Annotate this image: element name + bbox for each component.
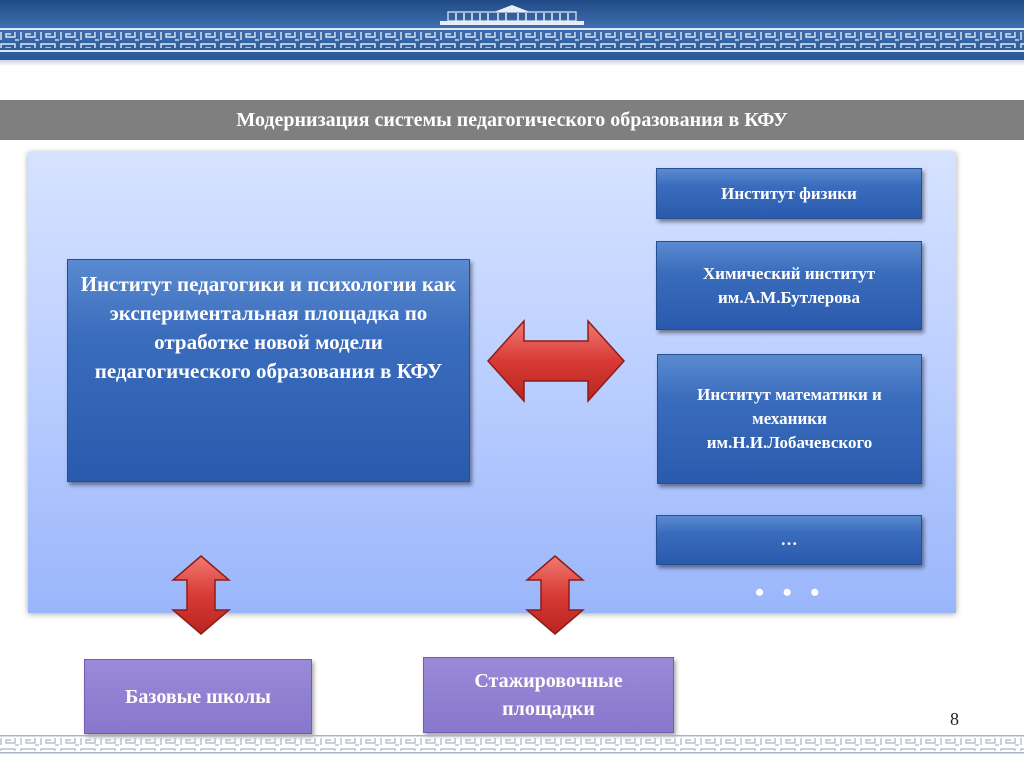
internship-sites-box: Стажировочные площадки xyxy=(423,657,674,733)
main-institute-text: Институт педагогики и психологии как экс… xyxy=(80,272,457,383)
institute-box-more: … xyxy=(656,515,922,565)
base-schools-label: Базовые школы xyxy=(125,685,271,708)
institute-label: Химический институт им.А.М.Бутлерова xyxy=(702,263,876,307)
internship-sites-label: Стажировочные площадки xyxy=(474,670,623,720)
page-number: 8 xyxy=(950,709,959,729)
slide-title-bar: Модернизация системы педагогического обр… xyxy=(0,100,1024,140)
slide-title: Модернизация системы педагогического обр… xyxy=(236,108,788,131)
institute-box-chemistry: Химический институт им.А.М.Бутлерова xyxy=(656,241,922,330)
institute-label: … xyxy=(780,530,798,549)
header-banner xyxy=(0,0,1024,60)
double-arrow-vertical-icon xyxy=(171,555,231,635)
institute-label: Институт физики xyxy=(721,183,857,203)
greek-key-border-bottom xyxy=(0,735,1024,754)
base-schools-box: Базовые школы xyxy=(84,659,312,734)
university-building-icon xyxy=(440,5,584,25)
main-institute-box: Институт педагогики и психологии как экс… xyxy=(67,259,470,482)
institute-box-physics: Институт физики xyxy=(656,168,922,219)
header-shadow xyxy=(0,60,1024,66)
double-arrow-vertical-icon xyxy=(525,555,585,635)
institute-label: Институт математики и механики им.Н.И.Ло… xyxy=(697,385,882,452)
greek-key-border xyxy=(0,28,1024,52)
double-arrow-horizontal-icon xyxy=(486,319,626,403)
more-items-dots: • • • xyxy=(755,578,826,607)
institute-box-mathematics: Институт математики и механики им.Н.И.Ло… xyxy=(657,354,922,484)
